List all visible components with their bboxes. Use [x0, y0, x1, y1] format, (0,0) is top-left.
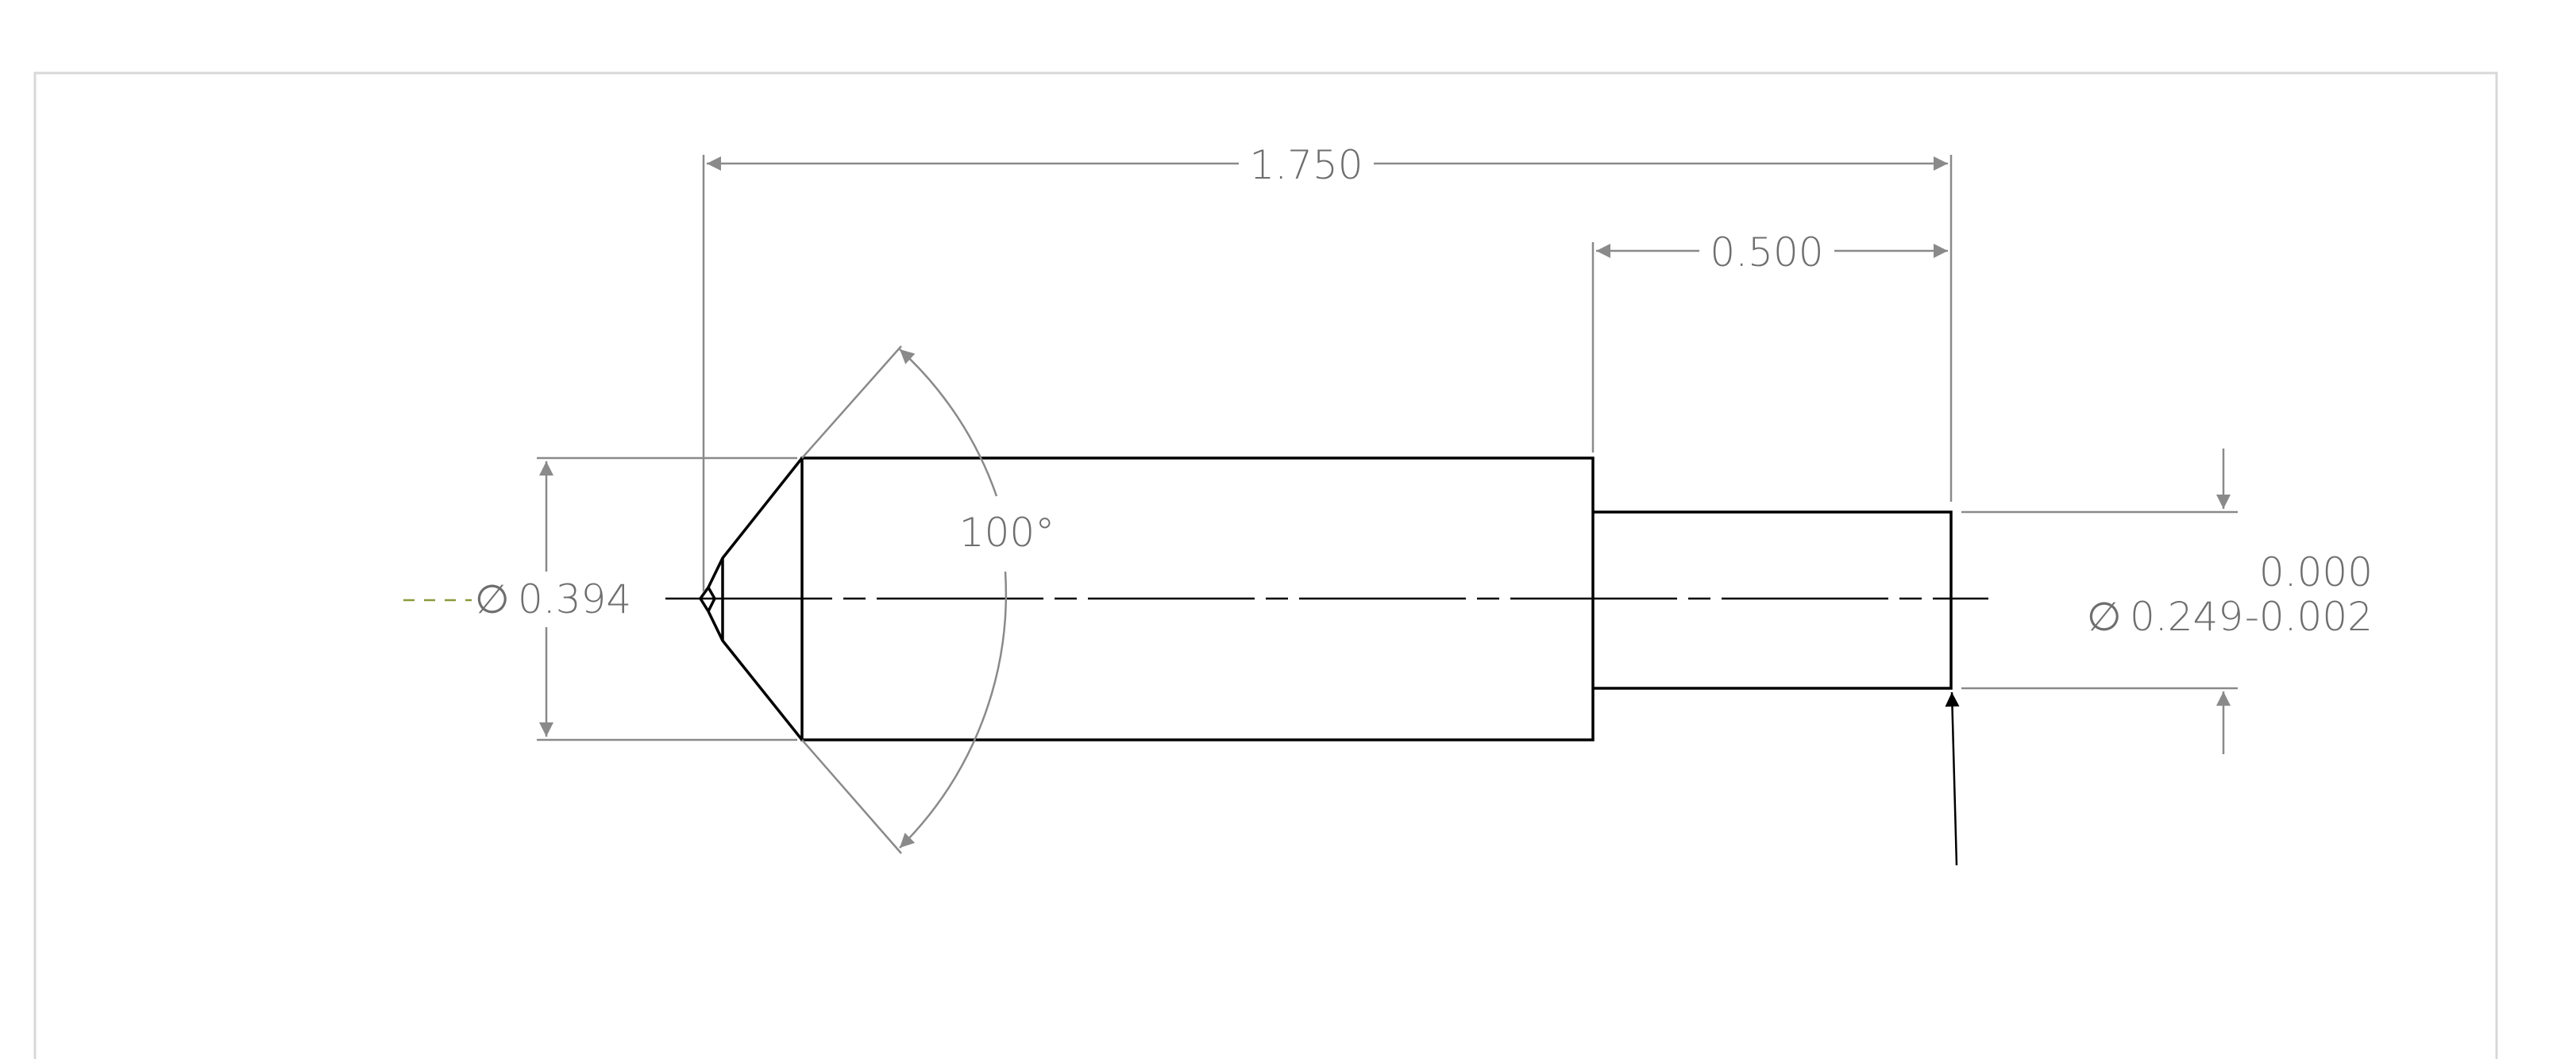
angle-arc-top [899, 349, 998, 497]
minor-diameter-symbol: ∅ [2087, 594, 2122, 640]
chamfer-angle-label: 100° [959, 510, 1055, 556]
tolerance-upper-label: 0.000 [2259, 549, 2373, 595]
callout-arrow [1945, 691, 1960, 866]
major-diameter-label: 0.394 [518, 576, 631, 622]
tolerance-lower-label: -0.002 [2245, 594, 2373, 640]
angle-arc-bottom [899, 571, 1008, 849]
major-diameter-symbol: ∅ [475, 576, 510, 622]
sheet-frame [33, 71, 2498, 1059]
dimension-lines [537, 155, 2238, 854]
reduced-shank [1593, 510, 1953, 690]
overall-length-label: 1.750 [1249, 142, 1363, 188]
reduced-length-label: 0.500 [1710, 229, 1823, 275]
minor-diameter-label: 0.249 [2130, 594, 2243, 640]
